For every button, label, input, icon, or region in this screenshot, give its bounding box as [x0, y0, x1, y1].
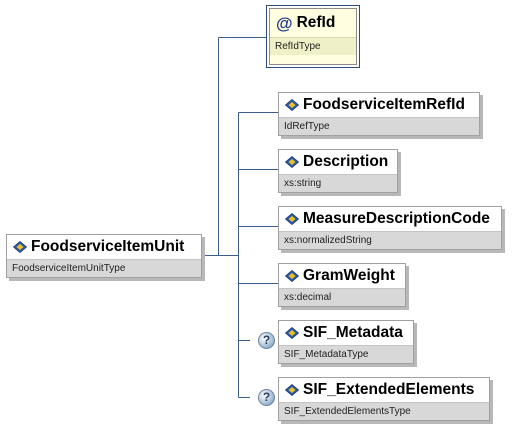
element-icon [285, 327, 299, 339]
at-sign-icon: @ [276, 13, 293, 33]
element-measuredescriptioncode[interactable]: MeasureDescriptionCode xs:normalizedStri… [278, 206, 502, 250]
element-icon [285, 99, 299, 111]
element-type: xs:decimal [279, 288, 405, 306]
question-mark-icon: ? [258, 332, 275, 349]
element-name: FoodserviceItemRefId [303, 96, 465, 113]
element-name: SIF_ExtendedElements [303, 381, 475, 398]
root-element-name: FoodserviceItemUnit [31, 238, 185, 255]
element-foodserviceitemrefid[interactable]: FoodserviceItemRefId IdRefType [278, 92, 480, 136]
element-icon [285, 156, 299, 168]
question-mark-icon: ? [258, 389, 275, 406]
attribute-refid[interactable]: @ RefId RefIdType [266, 5, 360, 68]
element-description[interactable]: Description xs:string [278, 149, 398, 193]
attribute-type: RefIdType [270, 37, 356, 55]
element-gramweight[interactable]: GramWeight xs:decimal [278, 263, 406, 307]
element-icon [285, 213, 299, 225]
element-name: GramWeight [303, 267, 395, 284]
attribute-name: RefId [296, 14, 336, 31]
element-type: xs:normalizedString [279, 231, 501, 249]
element-icon [285, 384, 299, 396]
element-name: MeasureDescriptionCode [303, 210, 490, 227]
element-sif-extendedelements[interactable]: SIF_ExtendedElements SIF_ExtendedElement… [278, 377, 490, 421]
element-name: SIF_Metadata [303, 324, 403, 341]
element-type: xs:string [279, 174, 397, 192]
element-type: SIF_MetadataType [279, 345, 413, 363]
element-type: IdRefType [279, 117, 479, 135]
root-element[interactable]: FoodserviceItemUnit FoodserviceItemUnitT… [6, 234, 202, 278]
element-sif-metadata[interactable]: SIF_Metadata SIF_MetadataType [278, 320, 414, 364]
root-element-type: FoodserviceItemUnitType [7, 259, 201, 277]
element-name: Description [303, 153, 389, 170]
element-type: SIF_ExtendedElementsType [279, 402, 489, 420]
root-connector [202, 37, 278, 398]
element-icon [285, 270, 299, 282]
